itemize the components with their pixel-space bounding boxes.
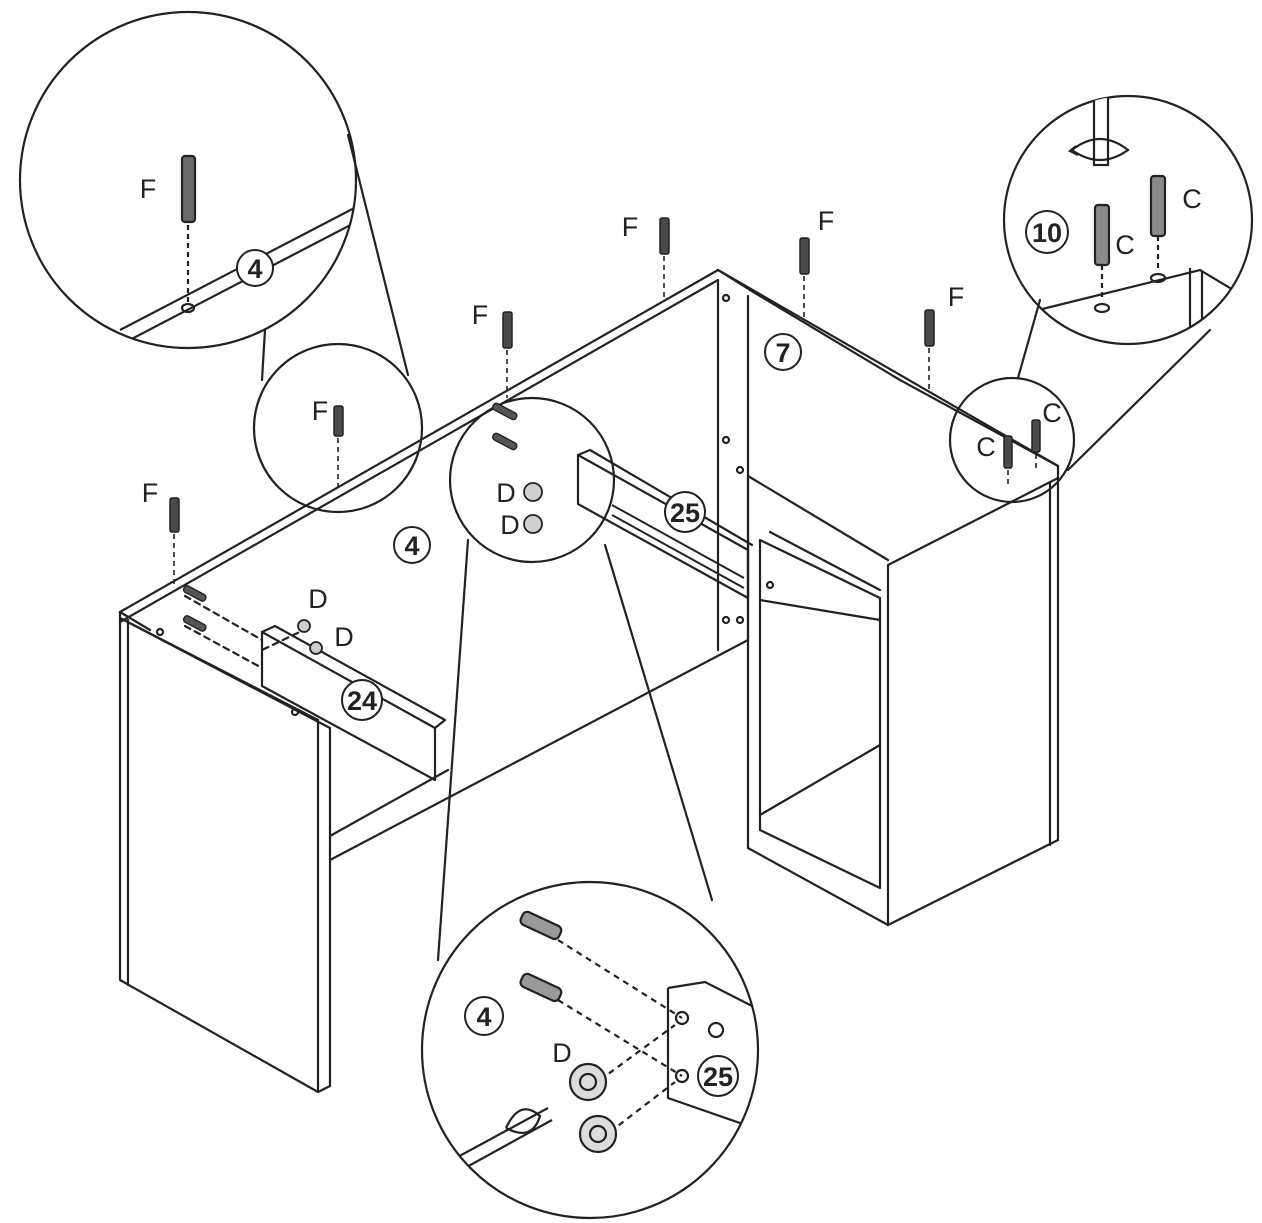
label-d-middle-2: D xyxy=(500,510,520,540)
label-f-small-circle: F xyxy=(312,396,329,426)
label-c-zoom-1: C xyxy=(1182,184,1202,214)
part-number-25: 25 xyxy=(670,498,700,528)
label-f-zoom: F xyxy=(140,174,157,204)
label-c-corner-1: C xyxy=(1042,398,1062,428)
part-number-24: 24 xyxy=(347,686,377,716)
label-d-left-2: D xyxy=(334,622,354,652)
part-number-10: 10 xyxy=(1032,218,1062,248)
label-f-back-3: F xyxy=(948,282,965,312)
dowel-pins xyxy=(169,217,1041,533)
label-d-middle-1: D xyxy=(496,478,516,508)
part-number-4-bottom-zoom: 4 xyxy=(476,1002,491,1032)
label-d-bottom-zoom: D xyxy=(552,1038,572,1068)
label-f-back-1: F xyxy=(622,212,639,242)
part-number-4-zoom: 4 xyxy=(247,254,262,284)
label-c-corner-2: C xyxy=(976,432,996,462)
label-c-zoom-2: C xyxy=(1115,230,1135,260)
label-f-top-1: F xyxy=(472,300,489,330)
part-number-4: 4 xyxy=(404,531,419,561)
label-f-back-2: F xyxy=(818,206,835,236)
label-d-left-1: D xyxy=(308,584,328,614)
part-number-7: 7 xyxy=(775,338,790,368)
label-f-left: F xyxy=(142,478,159,508)
part-number-25-bottom-zoom: 25 xyxy=(703,1062,733,1092)
